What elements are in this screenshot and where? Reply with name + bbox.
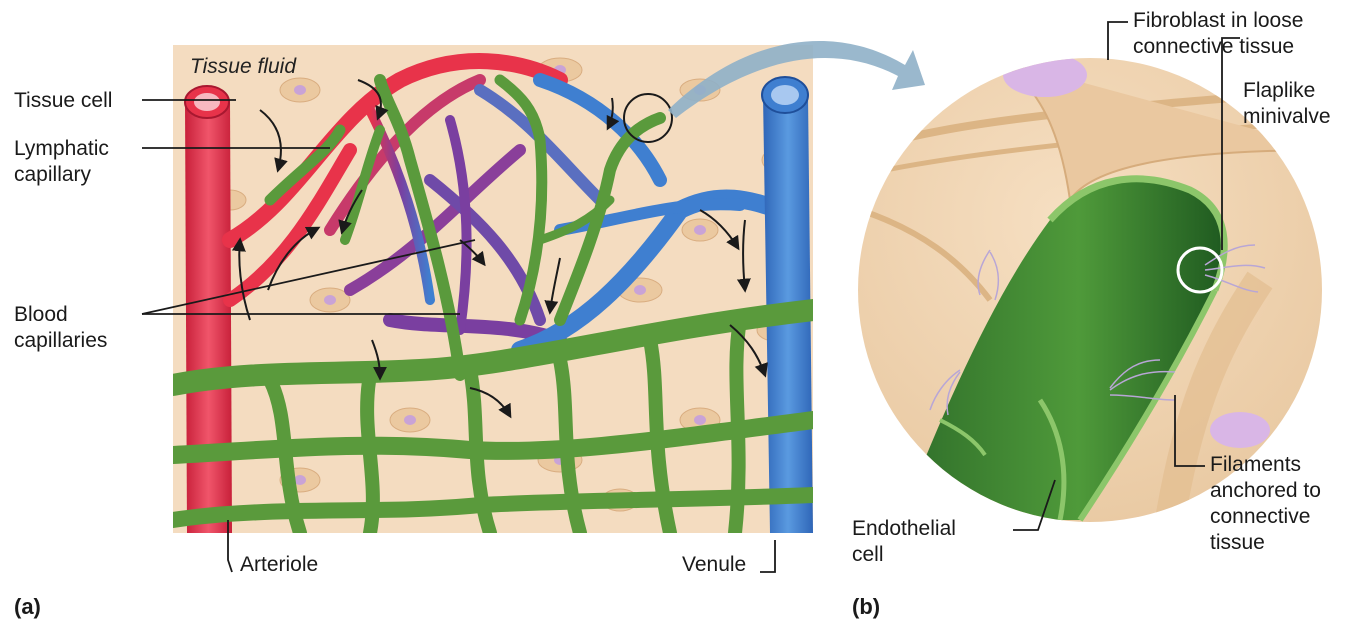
filaments-label: Filaments anchored to connective tissue	[1210, 452, 1321, 556]
arteriole-vessel	[185, 86, 232, 533]
panel-a-label: (a)	[14, 594, 41, 620]
endothelial-cell-label: Endothelial cell	[852, 516, 956, 568]
arteriole-label: Arteriole	[240, 552, 318, 578]
lymphatic-capillary-label: Lymphatic capillary	[14, 136, 109, 188]
panel-b-label: (b)	[852, 594, 880, 620]
fibroblast-label: Fibroblast in loose connective tissue	[1133, 8, 1303, 60]
tissue-fluid-label: Tissue fluid	[190, 54, 296, 80]
tissue-cell-label: Tissue cell	[14, 88, 112, 114]
venule-label: Venule	[682, 552, 746, 578]
minivalve-label: Flaplike minivalve	[1243, 78, 1331, 130]
fibroblast-nucleus	[1003, 53, 1087, 97]
panel-a-illustration	[173, 45, 813, 533]
blood-capillaries-label: Blood capillaries	[14, 302, 107, 354]
